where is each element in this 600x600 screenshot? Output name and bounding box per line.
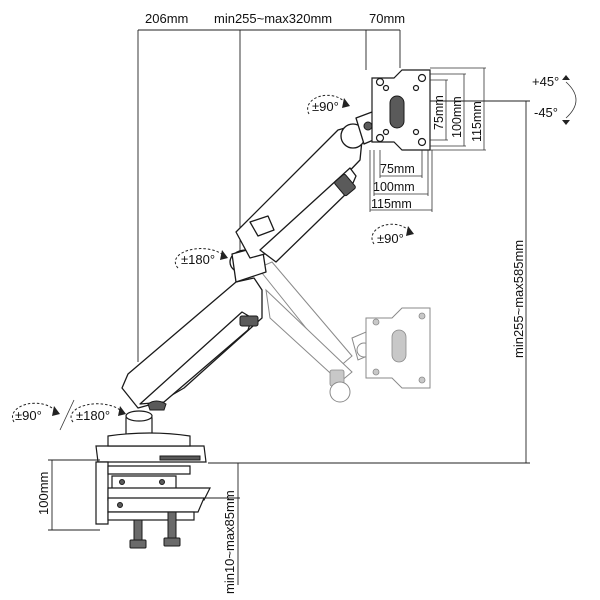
dim-70: 70mm — [369, 11, 405, 26]
vesa-horizontal-dims — [369, 150, 433, 212]
clamp-dimension-lines — [48, 459, 240, 585]
desk-clamp — [95, 461, 211, 549]
vesa-plate — [371, 69, 431, 151]
dim-206: 206mm — [145, 11, 188, 26]
tilt-up-label: +45° — [532, 74, 559, 89]
vesa-v-75: 75mm — [432, 95, 446, 130]
rotation-base-180-label: ±180° — [76, 408, 110, 423]
vesa-v-115: 115mm — [470, 101, 484, 142]
tilt-up-arrow-icon — [562, 75, 570, 80]
dim-255-320: min255~max320mm — [214, 11, 332, 26]
rotation-badge-pivot — [371, 223, 414, 245]
rotation-pivot-label: ±90° — [377, 231, 404, 246]
vesa-h-75: 75mm — [380, 162, 415, 176]
rotation-base-90-label: ±90° — [15, 408, 42, 423]
rotation-badge-head — [307, 94, 350, 115]
monitor-arm — [121, 111, 379, 411]
rotate-arrow-icon — [118, 406, 126, 416]
rotation-elbow-label: ±180° — [181, 252, 215, 267]
rotation-badge-elbow — [174, 248, 228, 269]
vesa-vertical-dims — [430, 67, 486, 151]
top-dimension-lines — [137, 29, 401, 362]
rotation-head-label: ±90° — [312, 99, 339, 114]
vesa-h-100: 100mm — [373, 180, 415, 194]
rotate-arrow-icon — [406, 226, 414, 236]
tilt-down-label: -45° — [534, 105, 558, 120]
rotation-badge-base — [11, 399, 126, 431]
tilt-indicator — [562, 75, 577, 125]
dim-height-range: min255~max585mm — [511, 240, 526, 358]
dim-clamp-100: 100mm — [36, 472, 51, 515]
vesa-h-115: 115mm — [371, 197, 412, 211]
rotate-arrow-icon — [220, 250, 228, 260]
height-dimension-lines — [208, 100, 530, 464]
base-post — [95, 410, 207, 463]
dim-desk-thickness: min10~max85mm — [222, 490, 237, 594]
tilt-down-arrow-icon — [562, 120, 570, 125]
ghost-arm-lowered — [257, 261, 431, 403]
vesa-v-100: 100mm — [450, 96, 464, 138]
rotate-arrow-icon — [342, 98, 350, 108]
rotate-arrow-icon — [52, 406, 60, 416]
